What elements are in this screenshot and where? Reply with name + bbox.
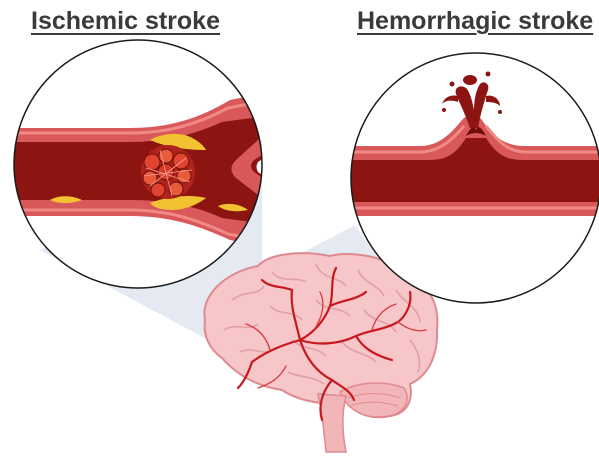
brain-stem (318, 394, 346, 452)
blood-spurt-top (463, 75, 477, 85)
blood-droplet-2 (486, 72, 491, 77)
brain-illustration (204, 253, 437, 452)
blood-droplet-3 (442, 108, 446, 112)
cerebellum (340, 383, 407, 417)
blood-clot (141, 145, 195, 199)
blood-droplet-1 (450, 82, 455, 87)
blood-droplet-4 (498, 110, 502, 114)
